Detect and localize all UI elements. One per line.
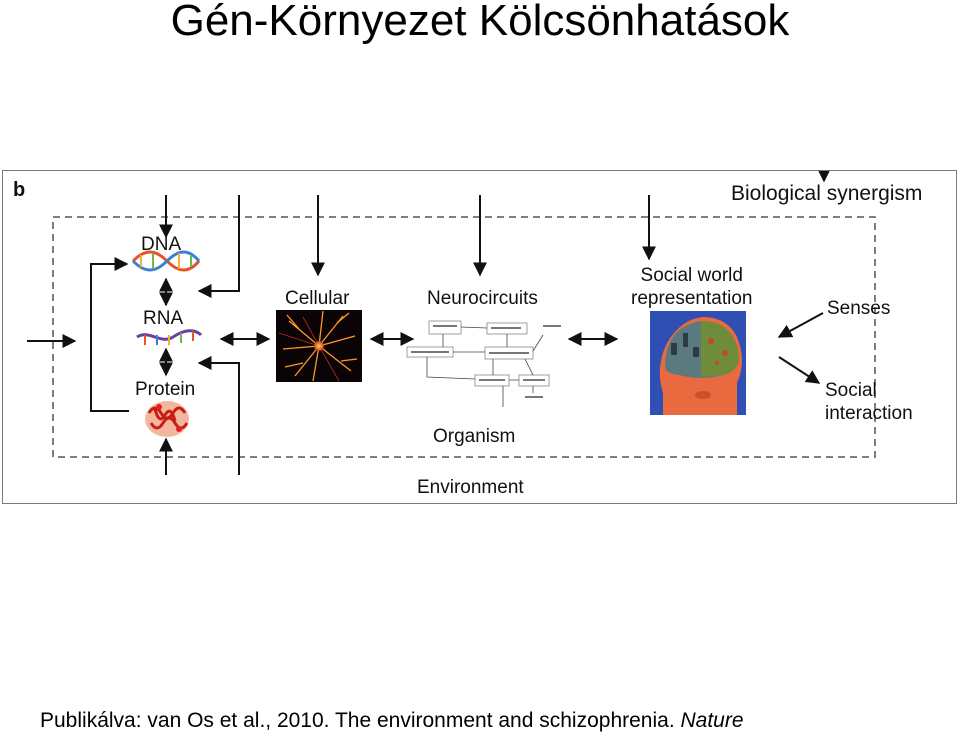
- arrow-env-to-dna-side: [197, 195, 240, 298]
- arrow-protein-feedback-to-dna: [90, 257, 129, 412]
- biological-synergism-label: Biological synergism: [731, 182, 923, 205]
- protein-structure-icon: [145, 401, 189, 437]
- social-world-line1: Social world: [640, 265, 743, 286]
- social-interaction-label: Social interaction: [825, 379, 913, 425]
- dna-helix-icon: [131, 250, 201, 272]
- neurocircuit-schematic: [406, 320, 565, 407]
- citation-journal: Nature: [680, 709, 744, 732]
- senses-label: Senses: [827, 298, 891, 319]
- panel-label-b: b: [13, 179, 26, 201]
- arrow-env-to-protein-side: [197, 356, 240, 475]
- arrow-social-interaction-out: [778, 356, 821, 384]
- social-world-line2: representation: [631, 288, 753, 309]
- slide-title: Gén-Környezet Kölcsönhatások: [170, 0, 790, 45]
- citation-text: Publikálva: van Os et al., 2010. The env…: [40, 709, 675, 732]
- rna-label: RNA: [143, 308, 184, 329]
- organism-dashed-boundary: [52, 216, 876, 458]
- social-interaction-line2: interaction: [825, 403, 913, 424]
- protein-label: Protein: [135, 379, 196, 400]
- rna-strand-icon: [136, 329, 203, 345]
- figure-panel: DNA b Biological synergism DNA RNA Prote…: [2, 170, 957, 504]
- environment-label: Environment: [417, 477, 524, 498]
- arrow-senses-in: [777, 312, 824, 338]
- social-brain-image: [650, 311, 746, 415]
- diagram-canvas: [27, 171, 876, 475]
- dna-label: DNA: [141, 234, 182, 255]
- neurocircuits-label: Neurocircuits: [427, 288, 538, 309]
- organism-label: Organism: [433, 426, 516, 447]
- cellular-label: Cellular: [285, 288, 350, 309]
- neuron-image: [276, 310, 362, 382]
- citation: Publikálva: van Os et al., 2010. The env…: [40, 708, 744, 734]
- social-interaction-line1: Social: [825, 380, 877, 401]
- social-world-label: Social world representation: [631, 264, 752, 310]
